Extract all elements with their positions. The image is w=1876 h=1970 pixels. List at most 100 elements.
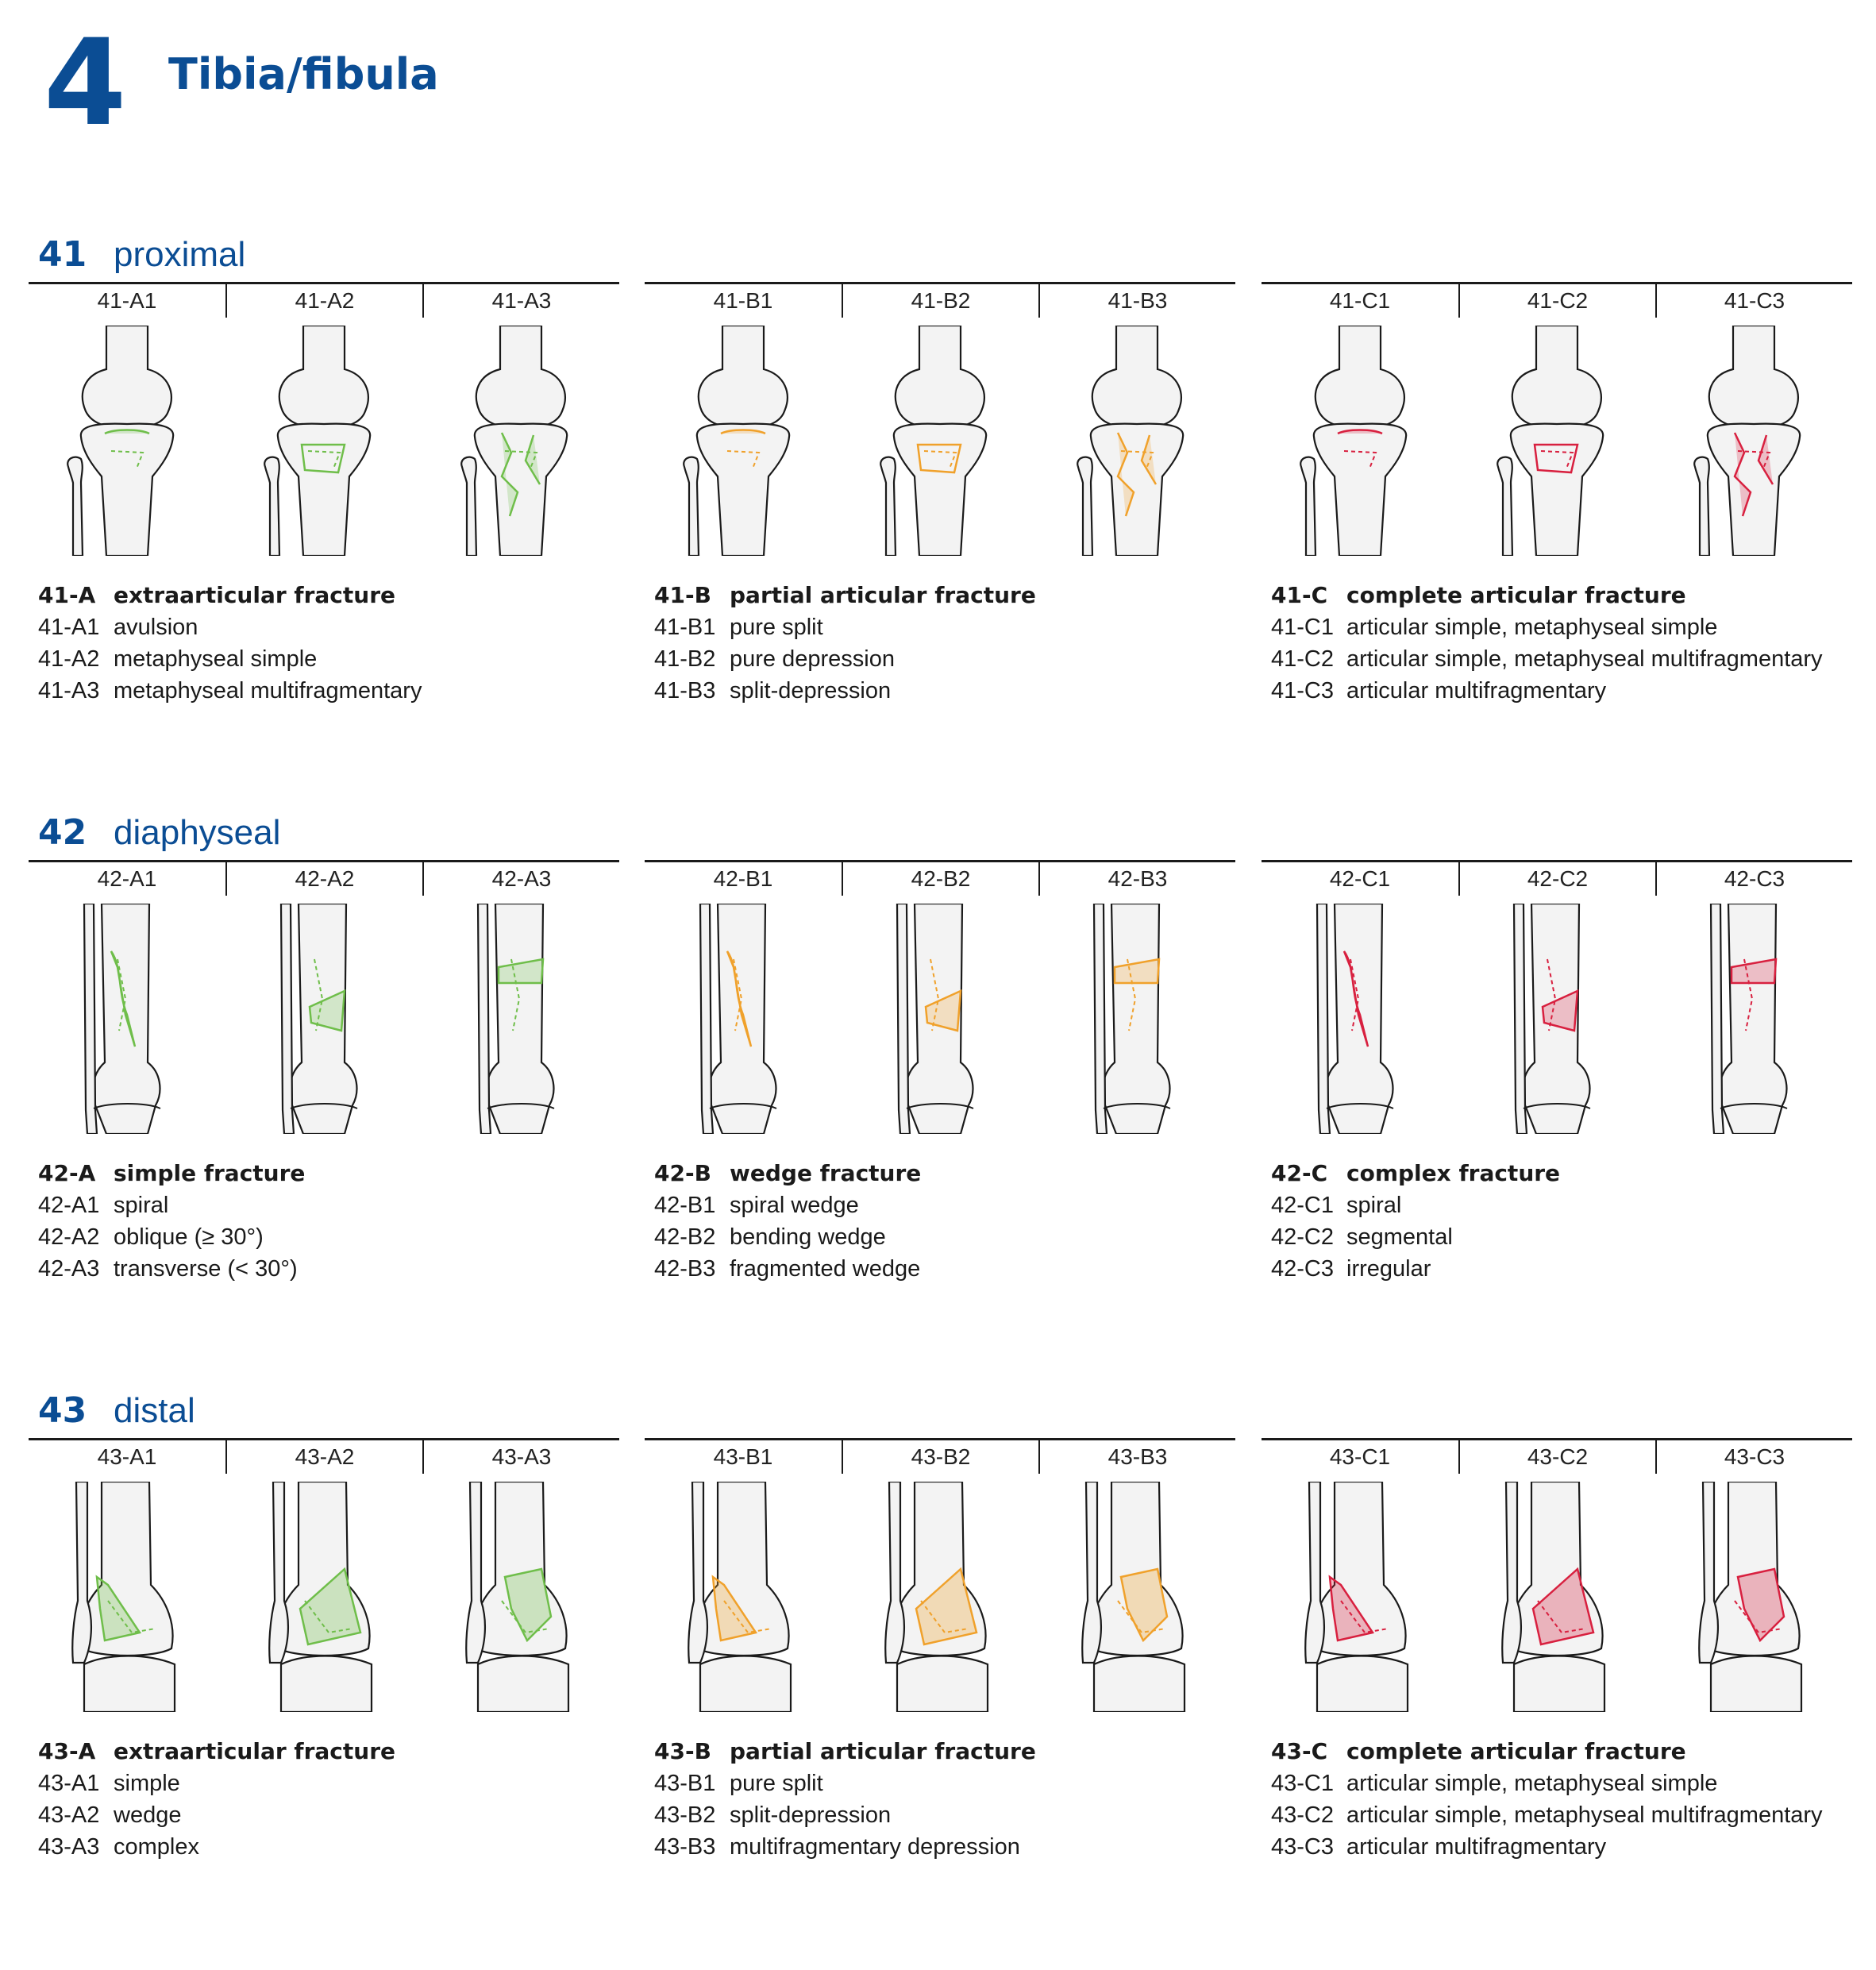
legend-text: complete articular fracture [1346, 1738, 1686, 1764]
fracture-line [1113, 958, 1161, 985]
fracture-dashed-line [1537, 1600, 1586, 1634]
bone-diagram-43-C1 [1304, 1482, 1409, 1712]
section-name: proximal [114, 235, 246, 274]
illustration-row [29, 904, 619, 1134]
bone-diagram-43-B1 [688, 1482, 792, 1712]
tibia-shape [79, 422, 175, 556]
bone-diagram-42-B1 [699, 904, 777, 1134]
code-label: 41-B3 [1038, 284, 1235, 318]
legend-code: 41-B2 [654, 646, 716, 672]
code-label: 41-A1 [97, 288, 157, 313]
legend-code: 42-B2 [654, 1224, 716, 1250]
talus-shape [1092, 1655, 1186, 1712]
section-heading: 42 diaphyseal [38, 812, 280, 860]
fracture-line [1541, 989, 1579, 1032]
fracture-illustration [1458, 1482, 1655, 1712]
legend-code: 43-A1 [38, 1771, 100, 1796]
group-rule [645, 282, 1235, 284]
legend-code: 41-A1 [38, 615, 100, 640]
fracture-dashed-line [501, 1600, 550, 1634]
legend-code: 42-A3 [38, 1256, 100, 1282]
code-label: 42-B2 [842, 862, 1038, 896]
fracture-line [1730, 958, 1778, 985]
section-name: distal [114, 1391, 195, 1430]
fracture-line [300, 443, 346, 474]
tibia-shape [1312, 422, 1408, 556]
legend-code: 42-A [38, 1160, 96, 1186]
legend-code: 41-C2 [1271, 646, 1334, 672]
legend-text: segmental [1346, 1224, 1453, 1250]
talus-shape [1316, 1655, 1409, 1712]
group-rule [29, 282, 619, 284]
code-label: 41-C3 [1655, 284, 1852, 318]
fracture-line [1328, 1575, 1375, 1642]
bone-diagram-43-C3 [1698, 1482, 1803, 1712]
fracture-line [1342, 950, 1369, 1047]
femur-shape [697, 326, 788, 429]
fibula-shape [279, 904, 295, 1134]
legend-text: partial articular fracture [730, 1738, 1036, 1764]
ankle-line [1720, 1103, 1788, 1109]
tibia-shaft-shape [485, 904, 555, 1134]
legend-code: 42-B [654, 1160, 711, 1186]
fracture-illustration [645, 1482, 842, 1712]
section-number: 41 [38, 234, 87, 275]
bone-diagram-41-B1 [683, 326, 791, 556]
fracture-illustration [29, 326, 225, 556]
ankle-line [487, 1103, 555, 1109]
legend-text: articular simple, metaphyseal simple [1346, 615, 1718, 640]
legend-text: bending wedge [730, 1224, 886, 1250]
illustration-row [645, 904, 1235, 1134]
tibia-shaft-shape [1718, 904, 1788, 1134]
legend-code: 43-A2 [38, 1802, 100, 1828]
fracture-illustration [1655, 1482, 1852, 1712]
section-number: 42 [38, 812, 87, 853]
fracture-line [924, 989, 962, 1032]
femur-shape [81, 326, 172, 429]
ankle-line [1103, 1103, 1171, 1109]
fracture-illustration [1655, 326, 1852, 556]
fracture-line [104, 429, 150, 435]
legend-text: complete articular fracture [1346, 582, 1686, 608]
section-name: diaphyseal [114, 813, 281, 852]
bone-diagram-41-B2 [880, 326, 988, 556]
bone-diagram-42-B3 [1092, 904, 1171, 1134]
bone-diagram-41-A3 [460, 326, 568, 556]
legend-text: multifragmentary depression [730, 1834, 1020, 1860]
legend-code: 43-A3 [38, 1834, 100, 1860]
code-label: 42-B3 [1038, 862, 1235, 896]
fibula-shape [465, 1482, 487, 1664]
bone-diagram-42-B2 [896, 904, 974, 1134]
fibula-shape [460, 456, 478, 556]
legend-code: 42-B1 [654, 1193, 716, 1218]
fracture-line [1116, 432, 1158, 517]
fracture-illustration [29, 1482, 225, 1712]
legend-text: pure split [730, 1771, 823, 1796]
fibula-shape [1501, 1482, 1523, 1664]
legend-text: complex fracture [1346, 1160, 1561, 1186]
legend-text: wedge [114, 1802, 182, 1828]
legend-text: spiral wedge [730, 1193, 859, 1218]
fracture-line [1119, 1567, 1169, 1643]
legend-code: 42-C2 [1271, 1224, 1334, 1250]
group-rule [1262, 860, 1852, 862]
fracture-dashed-line [1343, 450, 1377, 469]
legend-code: 41-C1 [1271, 615, 1334, 640]
fracture-dashed-line [1734, 1600, 1783, 1634]
ankle-line [906, 1103, 974, 1109]
code-label: 43-A2 [225, 1440, 422, 1474]
legend-text: wedge fracture [730, 1160, 922, 1186]
code-label: 41-B1 [713, 288, 773, 313]
code-label: 42-A3 [422, 862, 619, 896]
